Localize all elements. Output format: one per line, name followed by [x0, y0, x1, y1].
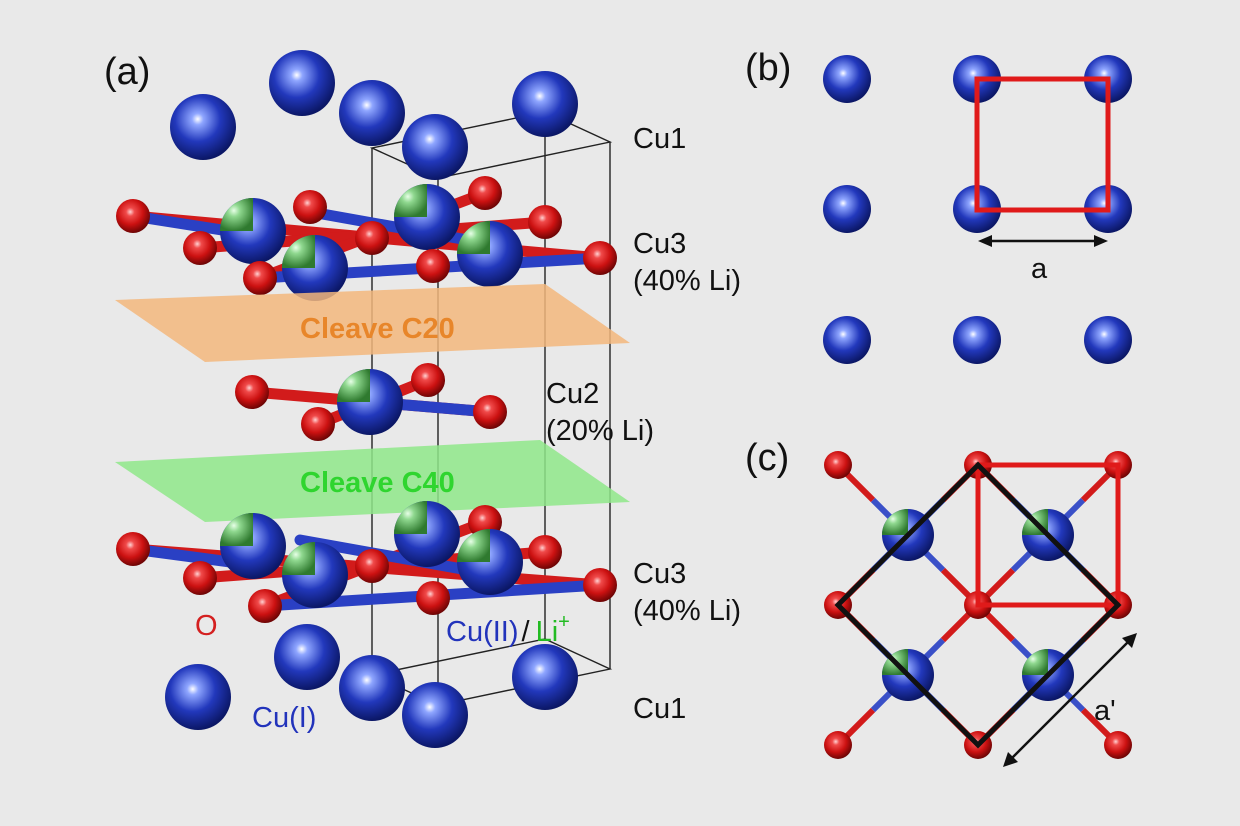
cu1-atom: [339, 655, 405, 721]
oxygen-atom: [411, 363, 445, 397]
legend-cu-li: Cu(II)/Li+: [446, 611, 570, 648]
oxygen-atom: [473, 395, 507, 429]
cu1-atom: [402, 114, 468, 180]
cu3-bottom-layer: [116, 501, 617, 623]
site-label-cu3-top-li: (40% Li): [633, 265, 741, 297]
cu-li-mixed-atom: [282, 542, 348, 608]
cleave-plane-c20: Cleave C20: [115, 284, 630, 362]
cu1-top-layer: [170, 50, 578, 180]
panel-b-label: (b): [745, 47, 791, 89]
lattice-arrow-a-prime: [1003, 633, 1137, 767]
cleave-c40-label: Cleave C40: [300, 467, 455, 499]
oxygen-atom: [528, 205, 562, 239]
site-label-cu3-bottom-li: (40% Li): [633, 595, 741, 627]
legend-li-charge: +: [558, 611, 570, 633]
cu1-bottom-layer: [165, 624, 578, 748]
oxygen-atom: [824, 731, 852, 759]
cu-li-mixed-atom: [220, 198, 286, 264]
copper-atom: [1084, 316, 1132, 364]
unit-cell-square-red: [975, 462, 1121, 608]
copper-atom: [953, 316, 1001, 364]
cu2-layer: [235, 363, 507, 441]
cu1-atom: [274, 624, 340, 690]
oxygen-atom: [355, 549, 389, 583]
oxygen-atom: [293, 190, 327, 224]
oxygen-atom: [583, 568, 617, 602]
cu1-atom: [402, 682, 468, 748]
site-label-cu3-top: Cu3: [633, 228, 686, 260]
panel-a-label: (a): [104, 51, 150, 93]
unit-cell-square: [974, 76, 1111, 213]
legend-cu-i: Cu(I): [252, 702, 316, 734]
lattice-label-a-prime: a': [1094, 695, 1116, 727]
cu1-atom: [512, 71, 578, 137]
cleave-plane-c40: Cleave C40: [115, 440, 630, 522]
cu1-atom: [339, 80, 405, 146]
site-label-cu2: Cu2: [546, 378, 599, 410]
panel-c-label: (c): [745, 437, 789, 479]
site-label-cu2-li: (20% Li): [546, 415, 654, 447]
site-label-cu1-top: Cu1: [633, 123, 686, 155]
copper-atom: [823, 55, 871, 103]
oxygen-atom: [183, 231, 217, 265]
oxygen-atom: [355, 221, 389, 255]
oxygen-atom: [183, 561, 217, 595]
cu1-atom: [170, 94, 236, 160]
cu3-top-layer: [116, 176, 617, 301]
cleave-c20-label: Cleave C20: [300, 313, 455, 345]
oxygen-atom: [301, 407, 335, 441]
oxygen-atom: [235, 375, 269, 409]
oxygen-atom: [416, 249, 450, 283]
cu-li-mixed-atom: [394, 501, 460, 567]
legend-slash: /: [522, 616, 531, 648]
oxygen-atom: [243, 261, 277, 295]
lattice-label-a: a: [1031, 253, 1048, 285]
copper-atom: [823, 185, 871, 233]
copper-atom: [823, 316, 871, 364]
panel-a: (a): [104, 50, 741, 748]
oxygen-atom: [528, 535, 562, 569]
cu1-atom: [269, 50, 335, 116]
panel-b: (b) a: [745, 47, 1132, 364]
legend-cu-ii: Cu(II): [446, 616, 519, 648]
cu1-atom: [165, 664, 231, 730]
site-label-cu1-bottom: Cu1: [633, 693, 686, 725]
oxygen-atom: [248, 589, 282, 623]
oxygen-atom: [1104, 731, 1132, 759]
cu-li-mixed-atom: [282, 235, 348, 301]
legend-oxygen: O: [195, 610, 218, 642]
legend-li: Li: [536, 616, 559, 648]
cu-li-mixed-atom: [457, 529, 523, 595]
oxygen-atom: [824, 451, 852, 479]
oxygen-atom: [468, 176, 502, 210]
lattice-arrow-a: [978, 235, 1108, 247]
cu-li-mixed-atom: [457, 221, 523, 287]
cu-li-mixed-atom: [337, 369, 403, 435]
unit-cell-rotated-black: [834, 461, 1122, 749]
panel-c: (c): [745, 437, 1137, 767]
cu-li-mixed-atom: [220, 513, 286, 579]
oxygen-atom: [416, 581, 450, 615]
oxygen-atom: [116, 532, 150, 566]
site-label-cu3-bottom: Cu3: [633, 558, 686, 590]
oxygen-atom: [583, 241, 617, 275]
oxygen-atom: [116, 199, 150, 233]
cu1-atom: [512, 644, 578, 710]
cu-li-mixed-atom: [394, 184, 460, 250]
